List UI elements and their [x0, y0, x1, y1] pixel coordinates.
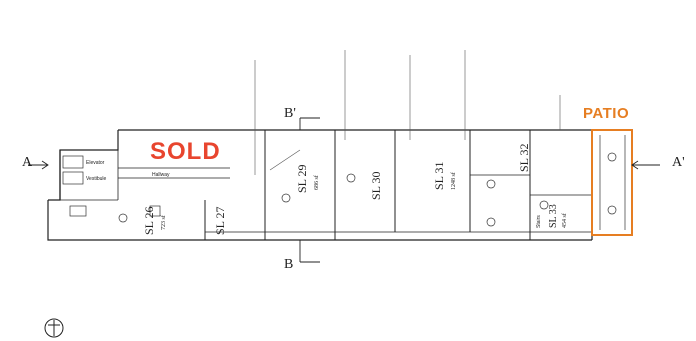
room-stairs: Stairs [536, 215, 542, 228]
unit-sl-26: SL 26 [142, 206, 156, 235]
unit-sl-30: SL 30 [369, 171, 383, 200]
unit-sl-26-area: 723 sf [160, 215, 167, 230]
patio-interior [599, 135, 626, 230]
room-elevator: Elevator [86, 160, 105, 166]
patio-label: PATIO [583, 105, 630, 122]
annotation-leaders [254, 50, 561, 175]
patio-outline [591, 129, 633, 236]
section-b-top: B' [284, 106, 296, 121]
section-a-right: A' [672, 155, 685, 170]
unit-sl-32: SL 32 [517, 143, 531, 172]
north-arrow-icon [44, 318, 64, 338]
room-vestibule: Vestibule [86, 176, 107, 182]
sold-label: SOLD [150, 138, 221, 165]
fixtures [62, 155, 549, 227]
building-outline [47, 129, 593, 241]
unit-sl-27: SL 27 [213, 206, 227, 235]
unit-sl-31-area: 1248 sf [450, 172, 457, 190]
unit-dividers [204, 130, 592, 240]
unit-sl-31: SL 31 [432, 161, 446, 190]
unit-sl-29-area: 686 sf [313, 175, 320, 190]
section-markers [28, 117, 660, 263]
section-b-bottom: B [284, 257, 293, 272]
unit-sl-33-area: 454 sf [561, 213, 568, 228]
room-hallway: Hallway [152, 172, 170, 178]
unit-sl-33: SL 33 [548, 204, 559, 228]
section-a-left: A [22, 155, 33, 170]
unit-sl-29: SL 29 [295, 164, 309, 193]
